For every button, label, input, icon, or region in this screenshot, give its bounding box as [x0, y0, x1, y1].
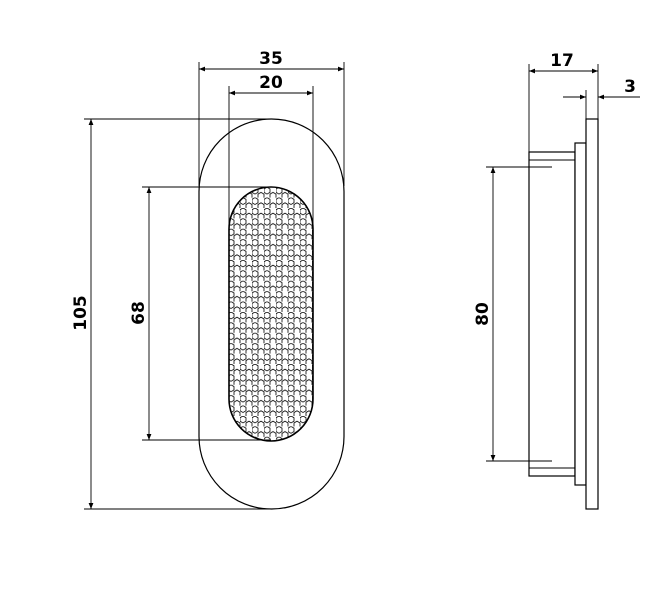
front-view: 35 20 105 68 [71, 49, 345, 510]
dimension-mesh-width-label: 20 [259, 73, 283, 93]
side-body [528, 151, 576, 477]
dimension-flange-thickness: 3 [563, 77, 640, 119]
side-flange [585, 118, 599, 510]
side-step [574, 142, 587, 486]
dimension-body-height-label: 80 [473, 302, 493, 326]
dimension-flange-thickness-label: 3 [624, 77, 636, 97]
dimension-overall-height-label: 105 [71, 295, 91, 331]
dimension-body-height: 80 [473, 166, 552, 462]
dimension-mesh-height: 68 [129, 186, 271, 441]
dimension-overall-width-label: 35 [259, 49, 283, 69]
side-view: 17 3 80 [473, 51, 640, 510]
dimension-overall-height: 105 [71, 118, 272, 510]
mesh-insert [228, 186, 314, 442]
dimension-mesh-height-label: 68 [129, 301, 149, 325]
dimension-mesh-width: 20 [228, 73, 314, 296]
dimension-depth: 17 [528, 51, 599, 152]
dimension-overall-width: 35 [198, 49, 345, 186]
dimension-depth-label: 17 [550, 51, 574, 71]
